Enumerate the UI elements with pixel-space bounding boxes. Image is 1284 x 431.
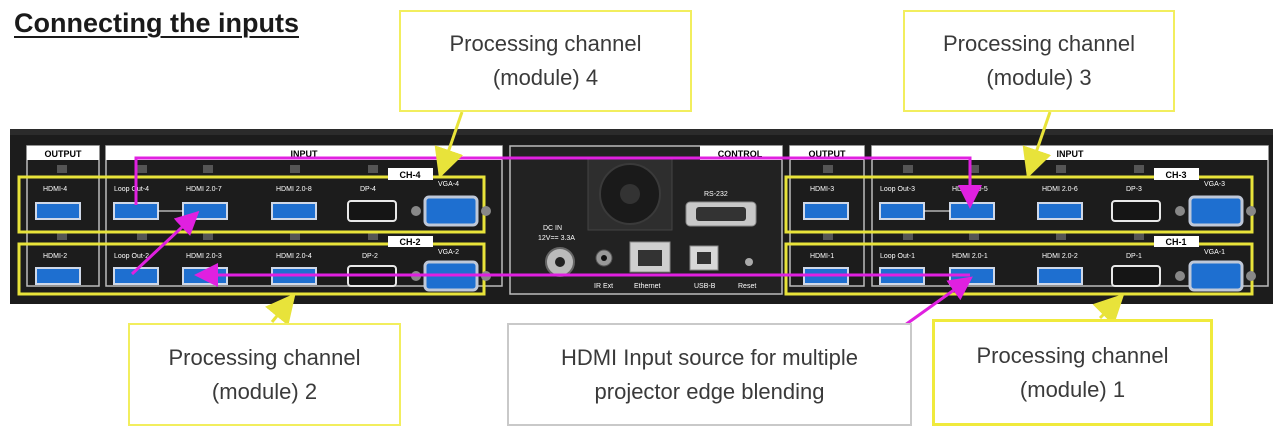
hdmi-port bbox=[879, 202, 925, 220]
input-label-right: INPUT bbox=[1057, 149, 1085, 159]
arrow-ch4 bbox=[434, 111, 464, 179]
callout-ch3-line2: (module) 3 bbox=[986, 65, 1092, 90]
ch3-label: CH-3 bbox=[1165, 170, 1186, 180]
hdmi-port bbox=[1037, 202, 1083, 220]
port-label: VGA-4 bbox=[438, 181, 459, 188]
hdmi-port bbox=[35, 202, 81, 220]
port-label: VGA-1 bbox=[1204, 249, 1225, 256]
ch4-highlight bbox=[17, 175, 486, 234]
port-label: DP-1 bbox=[1126, 253, 1142, 260]
callout-ch3-line1: Processing channel bbox=[942, 31, 1135, 56]
ch2-highlight bbox=[17, 242, 486, 296]
callout-arrows bbox=[265, 111, 1125, 326]
usb-b-port bbox=[689, 245, 719, 271]
usbb-label: USB-B bbox=[694, 283, 716, 290]
cable-routing bbox=[130, 156, 982, 332]
callout-hdmi-source-line1: HDMI Input source for multiple bbox=[560, 344, 859, 370]
hdmi-port bbox=[803, 202, 849, 220]
hdmi-port bbox=[949, 202, 995, 220]
port-label: Loop Out-4 bbox=[114, 186, 149, 193]
callout-ch1: Processing channel (module) 1 bbox=[932, 319, 1213, 426]
port-label: VGA-2 bbox=[438, 249, 459, 256]
callout-hdmi-source-line2: projector edge blending bbox=[594, 378, 825, 404]
control-label: CONTROL bbox=[718, 149, 763, 159]
hdmi-port bbox=[113, 202, 159, 220]
ethernet-label: Ethernet bbox=[634, 283, 661, 290]
port-label: Loop Out-3 bbox=[880, 186, 915, 193]
port-label: HDMI-3 bbox=[810, 186, 834, 193]
port-label: HDMI-4 bbox=[43, 186, 67, 193]
callout-ch1-line2: (module) 1 bbox=[1019, 376, 1126, 402]
port-label: HDMI 2.0-1 bbox=[952, 253, 988, 260]
arrow-ch1 bbox=[1092, 293, 1125, 326]
port-label: HDMI-2 bbox=[43, 253, 67, 260]
port-label: HDMI-1 bbox=[810, 253, 834, 260]
callout-ch2: Processing channel (module) 2 bbox=[128, 323, 401, 426]
ch3-highlight bbox=[784, 175, 1254, 234]
output-label-right: OUTPUT bbox=[809, 149, 847, 159]
ch1-highlight bbox=[784, 242, 1254, 296]
arrow-ch2 bbox=[265, 293, 296, 326]
vga-port bbox=[423, 195, 479, 227]
ch2-label: CH-2 bbox=[399, 237, 420, 247]
callout-ch3: Processing channel (module) 3 bbox=[903, 10, 1175, 112]
vga-port bbox=[1188, 260, 1244, 292]
port-label: DP-2 bbox=[362, 253, 378, 260]
port-label: HDMI 2.0-2 bbox=[1042, 253, 1078, 260]
reset-button bbox=[745, 258, 753, 266]
cable-source-to-ch1 bbox=[897, 276, 973, 332]
callout-ch4: Processing channel (module) 4 bbox=[399, 10, 692, 112]
hdmi-port-row-ch3 bbox=[803, 195, 1256, 227]
callout-ch2-line1: Processing channel bbox=[168, 344, 361, 370]
vga-port bbox=[1188, 195, 1244, 227]
cable-loop-ch4-to-ch3 bbox=[134, 156, 982, 209]
port-label: DP-4 bbox=[360, 186, 376, 193]
port-label: HDMI 2.0-4 bbox=[276, 253, 312, 260]
port-label: HDMI 2.0-8 bbox=[276, 186, 312, 193]
callout-ch1-line1: Processing channel bbox=[976, 342, 1169, 368]
port-label: VGA-3 bbox=[1204, 181, 1225, 188]
callout-ch4-line1: Processing channel bbox=[449, 31, 642, 56]
port-label: Loop Out-2 bbox=[114, 253, 149, 260]
hdmi-port bbox=[1037, 267, 1083, 285]
hdmi-port bbox=[182, 202, 228, 220]
output-label-left: OUTPUT bbox=[45, 149, 83, 159]
hdmi-port bbox=[271, 202, 317, 220]
dp-port bbox=[1111, 265, 1161, 287]
port-label: HDMI 2.0-3 bbox=[186, 253, 222, 260]
callout-ch2-line2: (module) 2 bbox=[211, 378, 318, 404]
dp-port bbox=[347, 200, 397, 222]
reset-label: Reset bbox=[738, 283, 756, 290]
callout-ch4-line2: (module) 4 bbox=[492, 65, 599, 90]
dp-port bbox=[1111, 200, 1161, 222]
port-label: HDMI 2.0-7 bbox=[186, 186, 222, 193]
port-label: HDMI 2.0-6 bbox=[1042, 186, 1078, 193]
dcin-label: DC IN bbox=[543, 225, 562, 232]
port-label: DP-3 bbox=[1126, 186, 1142, 193]
arrow-ch3 bbox=[1022, 111, 1052, 179]
hdmi-port bbox=[35, 267, 81, 285]
control-section: CONTROL RS-232 DC IN 12V== 3.3A IR Ext E… bbox=[509, 145, 783, 295]
input-label-left: INPUT bbox=[291, 149, 319, 159]
rs232-label: RS-232 bbox=[704, 191, 728, 198]
irext-label: IR Ext bbox=[594, 283, 613, 290]
callout-hdmi-source: HDMI Input source for multiple projector… bbox=[507, 323, 912, 426]
ch1-label: CH-1 bbox=[1165, 237, 1186, 247]
cable-ch2-to-ch4 bbox=[130, 210, 200, 276]
port-label: Loop Out-1 bbox=[880, 253, 915, 260]
dcin-spec: 12V== 3.3A bbox=[538, 235, 575, 242]
hdmi-port bbox=[113, 267, 159, 285]
page-title: Connecting the inputs bbox=[14, 8, 299, 38]
ch4-label: CH-4 bbox=[399, 170, 420, 180]
